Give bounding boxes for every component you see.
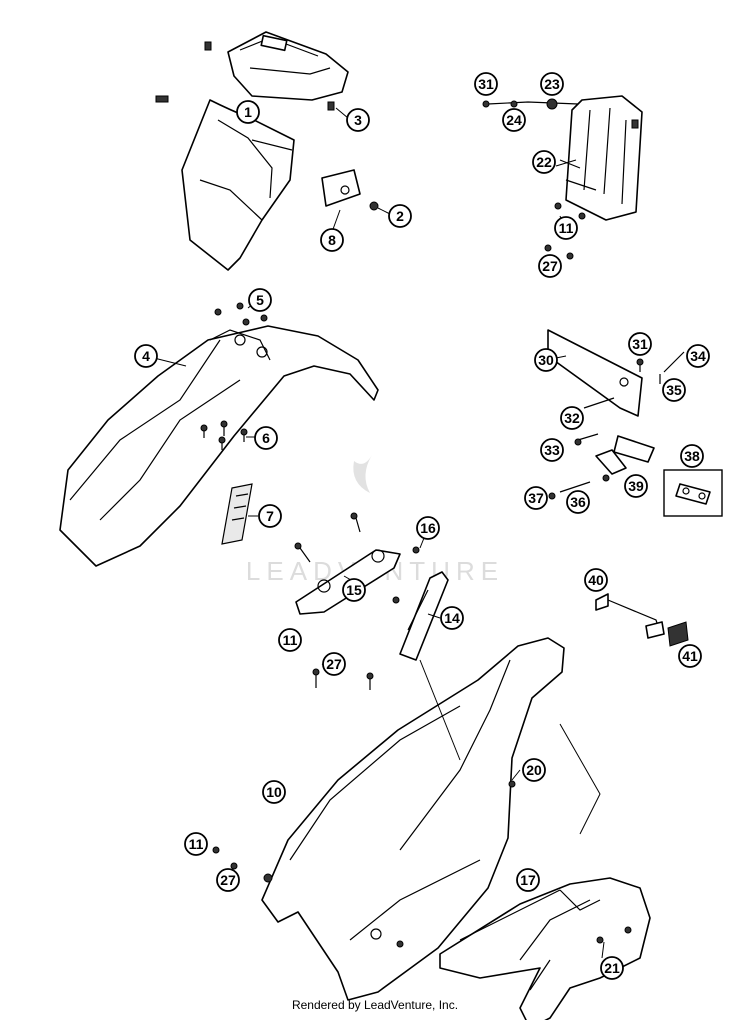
fender-screws-5 — [214, 302, 268, 326]
callout-27-a: 27 — [538, 254, 562, 278]
svg-text:15: 15 — [346, 582, 362, 598]
svg-text:34: 34 — [690, 348, 706, 364]
callout-33: 33 — [540, 438, 564, 462]
svg-text:11: 11 — [189, 836, 204, 852]
screws-11-27-top — [544, 202, 586, 260]
callout-36: 36 — [566, 490, 590, 514]
svg-text:40: 40 — [588, 572, 604, 588]
callout-8: 8 — [320, 228, 344, 252]
callout-38: 38 — [680, 444, 704, 468]
callout-32: 32 — [560, 406, 584, 430]
front-fender — [59, 325, 379, 567]
callout-14: 14 — [440, 606, 464, 630]
svg-text:31: 31 — [478, 76, 494, 92]
svg-text:17: 17 — [520, 872, 536, 888]
svg-text:21: 21 — [604, 960, 620, 976]
svg-text:6: 6 — [262, 430, 270, 446]
callout-27-c: 27 — [216, 868, 240, 892]
callout-35: 35 — [662, 378, 686, 402]
svg-text:38: 38 — [684, 448, 700, 464]
callout-31-a: 31 — [474, 72, 498, 96]
side-panel-10 — [212, 637, 565, 1001]
mask-bracket — [321, 169, 379, 211]
svg-text:31: 31 — [632, 336, 648, 352]
bracket-40 — [595, 593, 689, 647]
part-38-box — [663, 469, 723, 517]
svg-text:37: 37 — [528, 490, 544, 506]
callout-6: 6 — [254, 426, 278, 450]
svg-text:27: 27 — [542, 258, 558, 274]
fork-guard-14 — [392, 546, 449, 661]
svg-text:24: 24 — [506, 112, 522, 128]
callout-11-a: 11 — [554, 216, 578, 240]
svg-text:16: 16 — [420, 520, 436, 536]
callout-34: 34 — [686, 344, 710, 368]
callout-7: 7 — [258, 504, 282, 528]
fender-screws-6 — [200, 420, 248, 450]
svg-text:2: 2 — [396, 208, 404, 224]
callout-15: 15 — [342, 578, 366, 602]
callout-24: 24 — [502, 108, 526, 132]
callout-40: 40 — [584, 568, 608, 592]
svg-text:35: 35 — [666, 382, 682, 398]
svg-text:3: 3 — [354, 112, 362, 128]
svg-text:8: 8 — [328, 232, 336, 248]
callout-21: 21 — [600, 956, 624, 980]
svg-text:41: 41 — [682, 648, 698, 664]
callout-27-b: 27 — [322, 652, 346, 676]
headlight-mask — [155, 95, 295, 271]
callout-10: 10 — [262, 780, 286, 804]
svg-text:14: 14 — [444, 610, 460, 626]
footer-credit: Rendered by LeadVenture, Inc. — [291, 998, 459, 1012]
callout-5: 5 — [248, 288, 272, 312]
callout-1: 1 — [236, 100, 260, 124]
svg-text:27: 27 — [220, 872, 236, 888]
svg-text:5: 5 — [256, 292, 264, 308]
nut-3 — [327, 101, 335, 111]
callout-20: 20 — [522, 758, 546, 782]
callout-11-c: 11 — [184, 832, 208, 856]
reflector-7 — [221, 483, 253, 545]
tail-bracket — [482, 95, 643, 221]
svg-text:30: 30 — [538, 352, 554, 368]
svg-text:23: 23 — [544, 76, 560, 92]
headlight-housing — [204, 31, 349, 101]
callout-23: 23 — [540, 72, 564, 96]
callout-16: 16 — [416, 516, 440, 540]
svg-text:7: 7 — [266, 508, 274, 524]
callout-3: 3 — [346, 108, 370, 132]
rear-part-17 — [439, 877, 651, 1020]
callout-11-b: 11 — [278, 628, 302, 652]
svg-text:22: 22 — [536, 154, 552, 170]
svg-text:33: 33 — [544, 442, 560, 458]
callout-4: 4 — [134, 344, 158, 368]
callout-41: 41 — [678, 644, 702, 668]
callout-37: 37 — [524, 486, 548, 510]
svg-text:1: 1 — [244, 104, 252, 120]
svg-text:36: 36 — [570, 494, 586, 510]
callout-17: 17 — [516, 868, 540, 892]
svg-text:11: 11 — [559, 220, 574, 236]
callout-30: 30 — [534, 348, 558, 372]
svg-text:20: 20 — [526, 762, 542, 778]
license-plate-holder — [547, 329, 685, 500]
svg-text:4: 4 — [142, 348, 150, 364]
callout-39: 39 — [624, 474, 648, 498]
callout-2: 2 — [388, 204, 412, 228]
callout-31-b: 31 — [628, 332, 652, 356]
svg-text:11: 11 — [283, 632, 298, 648]
svg-text:32: 32 — [564, 410, 580, 426]
svg-text:39: 39 — [628, 478, 644, 494]
svg-text:27: 27 — [326, 656, 342, 672]
svg-text:10: 10 — [266, 784, 282, 800]
callout-22: 22 — [532, 150, 556, 174]
